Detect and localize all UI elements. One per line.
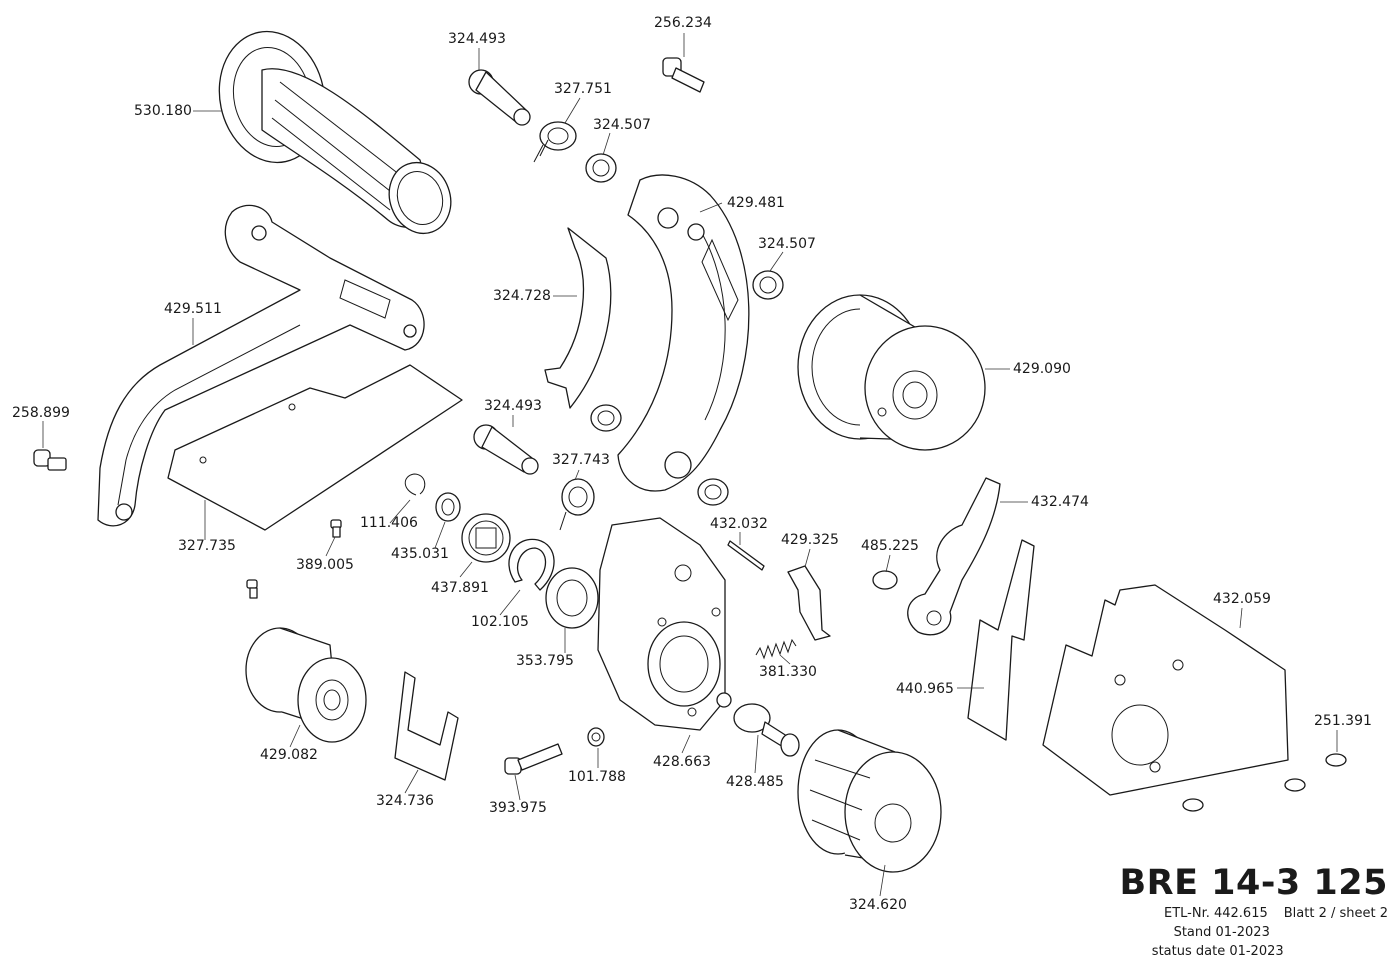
part-label: 530.180 bbox=[134, 103, 192, 119]
part-label: 437.891 bbox=[431, 580, 489, 596]
part-label: 432.474 bbox=[1031, 494, 1089, 510]
part-bushing-mid bbox=[590, 404, 622, 432]
part-screw-256234 bbox=[662, 57, 705, 93]
part-label: 429.325 bbox=[781, 532, 839, 548]
part-label: 485.225 bbox=[861, 538, 919, 554]
part-bolt-393975 bbox=[504, 743, 563, 775]
part-label: 428.663 bbox=[653, 754, 711, 770]
part-label: 381.330 bbox=[759, 664, 817, 680]
part-label: 429.481 bbox=[727, 195, 785, 211]
part-setscrew-485225 bbox=[872, 570, 898, 590]
part-label: 327.743 bbox=[552, 452, 610, 468]
part-bushing-lower bbox=[697, 478, 729, 506]
part-latch bbox=[787, 565, 831, 641]
part-label: 258.899 bbox=[12, 405, 70, 421]
model-title: BRE 14-3 125 bbox=[1119, 863, 1388, 903]
part-label: 440.965 bbox=[896, 681, 954, 697]
part-mounting-plate bbox=[1042, 584, 1289, 796]
part-grip-handle bbox=[218, 30, 452, 235]
leader-lines bbox=[42, 33, 1338, 897]
etl-number: ETL-Nr. 442.615 bbox=[1163, 906, 1268, 921]
part-label: 432.059 bbox=[1213, 591, 1271, 607]
part-washer-435031 bbox=[435, 492, 461, 522]
part-label: 429.090 bbox=[1013, 361, 1071, 377]
part-rivet-small bbox=[246, 579, 258, 599]
part-label: 327.751 bbox=[554, 81, 612, 97]
part-shaft-428485 bbox=[716, 692, 800, 757]
etl-sheet-line: ETL-Nr. 442.615 Blatt 2 / sheet 2 bbox=[1119, 904, 1388, 923]
part-label: 324.728 bbox=[493, 288, 551, 304]
part-label: 429.082 bbox=[260, 747, 318, 763]
part-label: 353.795 bbox=[516, 653, 574, 669]
part-pulley bbox=[797, 294, 986, 451]
sheet-number: Blatt 2 / sheet 2 bbox=[1283, 906, 1388, 921]
part-washer-101788 bbox=[587, 727, 605, 747]
part-pin-432032 bbox=[727, 540, 765, 571]
part-label: 429.511 bbox=[164, 301, 222, 317]
part-label: 393.975 bbox=[489, 800, 547, 816]
part-label: 432.032 bbox=[710, 516, 768, 532]
part-roller-429082 bbox=[245, 627, 367, 743]
part-label: 327.735 bbox=[178, 538, 236, 554]
part-bearing-353795 bbox=[545, 567, 599, 629]
part-label: 101.788 bbox=[568, 769, 626, 785]
part-arm-bracket bbox=[97, 204, 425, 527]
part-label: 111.406 bbox=[360, 515, 418, 531]
part-label: 102.105 bbox=[471, 614, 529, 630]
part-wheel-324620 bbox=[797, 729, 942, 873]
part-bushing-top bbox=[585, 153, 617, 183]
part-pin-top bbox=[468, 69, 531, 126]
part-label: 324.507 bbox=[593, 117, 651, 133]
part-plate-440965 bbox=[967, 539, 1035, 741]
part-rivet-389005 bbox=[330, 519, 342, 538]
part-spring-327743 bbox=[559, 478, 595, 531]
part-pin-mid bbox=[473, 424, 539, 475]
part-gear-housing bbox=[597, 517, 726, 731]
stand-date: Stand 01-2023 bbox=[1173, 925, 1270, 940]
part-label: 435.031 bbox=[391, 546, 449, 562]
part-spring-327751 bbox=[533, 121, 577, 163]
part-gear-nut bbox=[461, 513, 511, 563]
part-label: 428.485 bbox=[726, 774, 784, 790]
part-spring-381330 bbox=[755, 638, 797, 660]
part-label: 324.493 bbox=[448, 31, 506, 47]
part-label: 324.736 bbox=[376, 793, 434, 809]
part-bushing-right bbox=[752, 270, 784, 300]
part-spring-plate bbox=[544, 227, 612, 409]
part-label: 389.005 bbox=[296, 557, 354, 573]
part-label: 324.493 bbox=[484, 398, 542, 414]
part-label: 324.507 bbox=[758, 236, 816, 252]
part-cover-plate bbox=[167, 364, 463, 531]
part-label: 256.234 bbox=[654, 15, 712, 31]
status-date: status date 01-2023 bbox=[1151, 944, 1284, 959]
part-clip-111406 bbox=[404, 473, 426, 496]
title-block: BRE 14-3 125 ETL-Nr. 442.615 Blatt 2 / sh… bbox=[1119, 862, 1388, 961]
part-screw-258899 bbox=[33, 449, 67, 471]
part-bracket-324736 bbox=[394, 671, 459, 781]
part-curved-guide bbox=[617, 174, 750, 492]
part-label: 251.391 bbox=[1314, 713, 1372, 729]
part-lever bbox=[907, 477, 1001, 636]
part-circlip-102105 bbox=[508, 538, 555, 591]
part-screws-251391 bbox=[1182, 753, 1347, 812]
part-label: 324.620 bbox=[849, 897, 907, 913]
